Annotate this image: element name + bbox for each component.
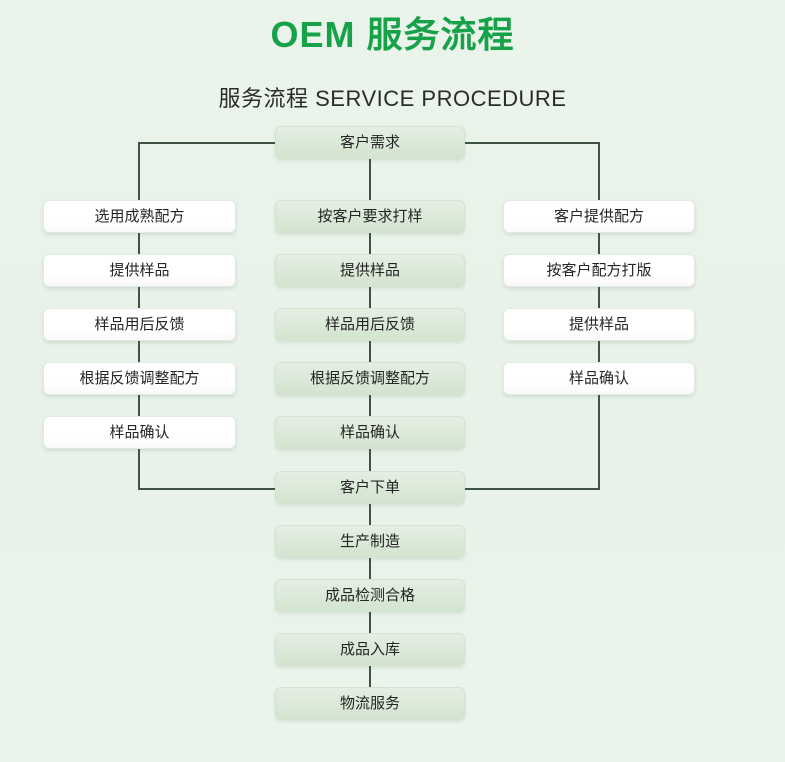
connector-merge-tail-0 [369,504,371,528]
node-left-step-1[interactable]: 选用成熟配方 [43,200,236,233]
connector-center-0-1 [369,232,371,256]
connector-right-merge-horizontal [462,488,600,490]
node-tail-logistics[interactable]: 物流服务 [275,687,465,720]
node-right-step-2[interactable]: 按客户配方打版 [503,254,695,287]
node-center-step-3[interactable]: 样品用后反馈 [275,308,465,341]
connector-right-0-1 [598,232,600,256]
connector-right-1-2 [598,286,600,310]
connector-tail-1-2 [369,612,371,636]
page-subtitle: 服务流程 SERVICE PROCEDURE [218,86,567,111]
connector-left-0-1 [138,232,140,256]
node-tail-production[interactable]: 生产制造 [275,525,465,558]
node-right-step-3[interactable]: 提供样品 [503,308,695,341]
connector-left-3-4 [138,394,140,418]
node-left-step-5[interactable]: 样品确认 [43,416,236,449]
node-root-customer-demand[interactable]: 客户需求 [275,126,465,159]
connector-center-1-2 [369,286,371,310]
connector-right-merge-drop [598,394,600,490]
connector-tail-0-1 [369,558,371,582]
page-title: OEM 服务流程 [270,14,515,55]
connector-top-left-drop [138,142,140,202]
node-center-step-4[interactable]: 根据反馈调整配方 [275,362,465,395]
connector-top-right-drop [598,142,600,202]
node-right-step-4[interactable]: 样品确认 [503,362,695,395]
connector-center-4-merge [369,448,371,472]
connector-left-1-2 [138,286,140,310]
node-tail-inspection[interactable]: 成品检测合格 [275,579,465,612]
node-center-step-1[interactable]: 按客户要求打样 [275,200,465,233]
connector-right-2-3 [598,340,600,364]
node-tail-warehouse[interactable]: 成品入库 [275,633,465,666]
connector-left-merge-drop [138,448,140,490]
node-left-step-4[interactable]: 根据反馈调整配方 [43,362,236,395]
connector-center-2-3 [369,340,371,364]
node-left-step-2[interactable]: 提供样品 [43,254,236,287]
connector-left-2-3 [138,340,140,364]
connector-center-3-4 [369,394,371,418]
connector-tail-2-3 [369,666,371,690]
connector-root-to-center [369,156,371,202]
node-merge-customer-order[interactable]: 客户下单 [275,471,465,504]
node-center-step-2[interactable]: 提供样品 [275,254,465,287]
node-center-step-5[interactable]: 样品确认 [275,416,465,449]
connector-left-merge-horizontal [138,488,278,490]
node-right-step-1[interactable]: 客户提供配方 [503,200,695,233]
node-left-step-3[interactable]: 样品用后反馈 [43,308,236,341]
